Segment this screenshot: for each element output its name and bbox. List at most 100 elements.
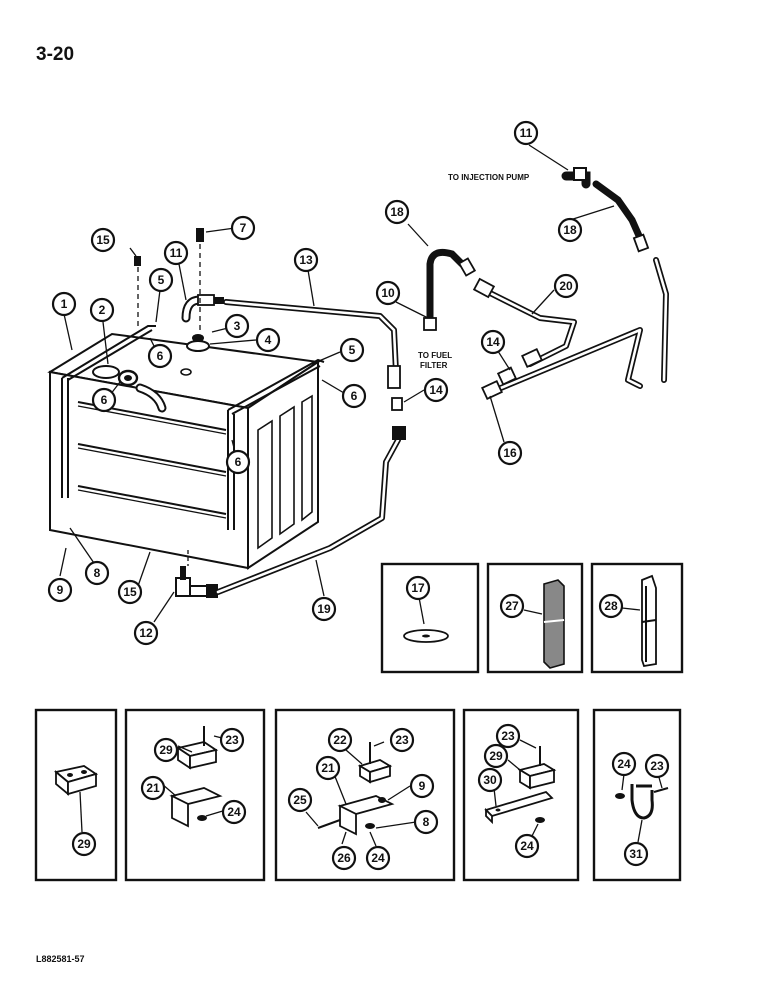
callout-23: 23 xyxy=(219,727,245,753)
svg-text:18: 18 xyxy=(390,205,404,219)
callout-29: 29 xyxy=(483,743,509,769)
callout-7: 7 xyxy=(230,215,256,241)
svg-text:21: 21 xyxy=(146,781,160,795)
callout-15: 15 xyxy=(117,579,143,605)
svg-text:23: 23 xyxy=(650,759,664,773)
fuel-lines xyxy=(215,167,669,595)
callout-25: 25 xyxy=(287,787,313,813)
svg-text:27: 27 xyxy=(505,599,519,613)
callout-6: 6 xyxy=(147,343,173,369)
svg-text:23: 23 xyxy=(501,729,515,743)
inset-p-clip: 24 23 31 xyxy=(592,708,682,882)
callout-4: 4 xyxy=(255,327,281,353)
callout-26: 26 xyxy=(331,845,357,871)
inset-strip-28: 28 xyxy=(590,562,684,674)
callout-14: 14 xyxy=(423,377,449,403)
svg-text:2: 2 xyxy=(99,303,106,317)
note-to-injection-pump: TO INJECTION PUMP xyxy=(448,173,530,182)
callout-29: 29 xyxy=(153,737,179,763)
callout-19: 19 xyxy=(311,596,337,622)
callout-6: 6 xyxy=(225,449,251,475)
callout-23: 23 xyxy=(644,753,670,779)
callout-23: 23 xyxy=(389,727,415,753)
callout-24: 24 xyxy=(514,833,540,859)
svg-text:15: 15 xyxy=(123,585,137,599)
callout-9: 9 xyxy=(409,773,435,799)
inset-clamp-bracket-b: 22 23 21 9 25 8 26 24 xyxy=(274,708,456,882)
svg-text:21: 21 xyxy=(321,761,335,775)
callout-29: 29 xyxy=(71,831,97,857)
svg-text:24: 24 xyxy=(371,851,385,865)
note-filter: FILTER xyxy=(420,361,448,370)
svg-text:20: 20 xyxy=(559,279,573,293)
svg-text:24: 24 xyxy=(617,757,631,771)
svg-text:8: 8 xyxy=(94,566,101,580)
drain-valve xyxy=(175,550,218,598)
svg-text:14: 14 xyxy=(429,383,443,397)
svg-text:24: 24 xyxy=(520,839,534,853)
svg-text:17: 17 xyxy=(411,581,425,595)
page-number: 3-20 xyxy=(36,44,75,65)
callout-27: 27 xyxy=(499,593,525,619)
svg-text:23: 23 xyxy=(395,733,409,747)
svg-text:9: 9 xyxy=(419,779,426,793)
callout-23: 23 xyxy=(495,723,521,749)
svg-text:4: 4 xyxy=(265,333,272,347)
inset-clamp-bracket-a: 29 23 21 24 xyxy=(124,708,266,882)
inset-clamp-bracket-c: 23 29 30 24 xyxy=(462,708,580,882)
callout-11: 11 xyxy=(513,120,539,146)
callout-5: 5 xyxy=(148,267,174,293)
callout-17: 17 xyxy=(405,575,431,601)
callout-22: 22 xyxy=(327,727,353,753)
svg-text:7: 7 xyxy=(240,221,247,235)
svg-text:16: 16 xyxy=(503,446,517,460)
callout-18: 18 xyxy=(384,199,410,225)
callout-8: 8 xyxy=(84,560,110,586)
fitting-top xyxy=(134,228,224,376)
callout-24: 24 xyxy=(221,799,247,825)
callout-28: 28 xyxy=(598,593,624,619)
svg-text:5: 5 xyxy=(349,343,356,357)
svg-text:29: 29 xyxy=(159,743,173,757)
svg-text:10: 10 xyxy=(381,286,395,300)
inset-washer: 17 xyxy=(380,562,480,674)
svg-text:28: 28 xyxy=(604,599,618,613)
svg-text:18: 18 xyxy=(563,223,577,237)
callout-11: 11 xyxy=(163,240,189,266)
callout-15: 15 xyxy=(90,227,116,253)
svg-text:30: 30 xyxy=(483,773,497,787)
callout-24: 24 xyxy=(365,845,391,871)
inset-clamp-block: 29 xyxy=(34,708,118,882)
callout-12: 12 xyxy=(133,620,159,646)
inset-strip-27: 27 xyxy=(486,562,584,674)
callout-18: 18 xyxy=(557,217,583,243)
drawing-code: L882581-57 xyxy=(36,954,85,964)
svg-text:19: 19 xyxy=(317,602,331,616)
svg-text:11: 11 xyxy=(170,246,183,260)
tank-straps xyxy=(61,325,325,530)
callout-2: 2 xyxy=(89,297,115,323)
svg-text:11: 11 xyxy=(520,126,533,140)
svg-text:6: 6 xyxy=(351,389,358,403)
callout-30: 30 xyxy=(477,767,503,793)
svg-text:9: 9 xyxy=(57,583,64,597)
callout-20: 20 xyxy=(553,273,579,299)
svg-text:29: 29 xyxy=(77,837,91,851)
callout-16: 16 xyxy=(497,440,523,466)
svg-text:6: 6 xyxy=(157,349,164,363)
svg-text:14: 14 xyxy=(486,335,500,349)
callout-21: 21 xyxy=(140,775,166,801)
svg-text:22: 22 xyxy=(333,733,347,747)
svg-text:23: 23 xyxy=(225,733,239,747)
svg-text:29: 29 xyxy=(489,749,503,763)
svg-text:13: 13 xyxy=(299,253,313,267)
callout-31: 31 xyxy=(623,841,649,867)
svg-text:5: 5 xyxy=(158,273,165,287)
callout-9: 9 xyxy=(47,577,73,603)
svg-text:12: 12 xyxy=(139,626,153,640)
svg-text:24: 24 xyxy=(227,805,241,819)
callout-6: 6 xyxy=(91,387,117,413)
svg-text:15: 15 xyxy=(96,233,110,247)
svg-text:6: 6 xyxy=(101,393,108,407)
svg-text:3: 3 xyxy=(234,319,241,333)
